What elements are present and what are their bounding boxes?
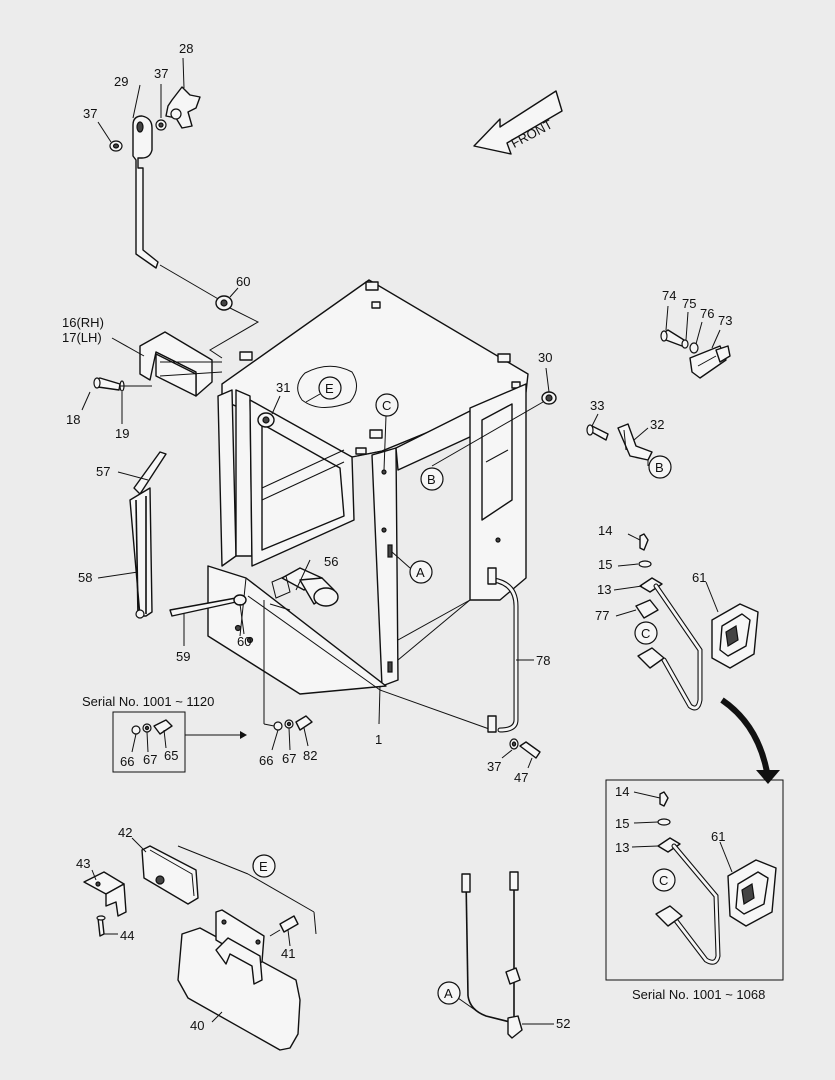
callout-52: 52 — [556, 1016, 570, 1031]
callout-66-a: 66 — [120, 754, 134, 769]
callout-57: 57 — [96, 464, 110, 479]
sun-visor-40 — [177, 909, 301, 1051]
svg-text:A: A — [444, 986, 453, 1001]
interior-mirror-42 — [131, 837, 199, 905]
callout-41: 41 — [281, 946, 295, 961]
callout-66-b: 66 — [259, 753, 273, 768]
bolt-47 — [501, 738, 541, 769]
callout-32: 32 — [650, 417, 664, 432]
detail-box-right — [605, 779, 784, 981]
callout-13-a: 13 — [597, 582, 611, 597]
marker-c-2: C — [634, 621, 658, 645]
mirror-assembly-right — [613, 533, 759, 711]
svg-text:B: B — [427, 472, 436, 487]
callout-37-c: 37 — [487, 759, 501, 774]
callout-1: 1 — [375, 732, 382, 747]
marker-e-1: E — [305, 376, 342, 403]
marker-c-1: C — [375, 393, 399, 471]
callout-58: 58 — [78, 570, 92, 585]
callout-31: 31 — [276, 380, 290, 395]
callout-37-a: 37 — [154, 66, 168, 81]
callout-28: 28 — [179, 41, 193, 56]
callout-76: 76 — [700, 306, 714, 321]
bracket-43 — [83, 869, 127, 937]
callout-30: 30 — [538, 350, 552, 365]
callout-16: 16(RH) — [62, 315, 104, 330]
marker-a-1: A — [391, 551, 433, 584]
detail-box-left — [112, 600, 313, 773]
callout-47: 47 — [514, 770, 528, 785]
shaft-59 — [169, 594, 493, 731]
callout-18: 18 — [66, 412, 80, 427]
latch-assembly — [660, 305, 731, 379]
svg-text:E: E — [325, 381, 334, 396]
svg-text:A: A — [416, 565, 425, 580]
side-cover — [111, 331, 223, 397]
wiper-motor — [271, 559, 339, 607]
callout-19: 19 — [115, 426, 129, 441]
callout-44: 44 — [120, 928, 134, 943]
marker-b-2: B — [648, 455, 672, 479]
svg-text:C: C — [382, 398, 391, 413]
grommet-30 — [431, 367, 557, 467]
grommet-31 — [257, 395, 281, 428]
callout-61-a: 61 — [692, 570, 706, 585]
callout-60-b: 60 — [237, 634, 251, 649]
grommet-top — [209, 287, 260, 359]
callout-67-a: 67 — [143, 752, 157, 767]
callout-74: 74 — [662, 288, 676, 303]
callout-15-b: 15 — [615, 816, 629, 831]
callout-42: 42 — [118, 825, 132, 840]
callout-56: 56 — [324, 554, 338, 569]
callout-15-a: 15 — [598, 557, 612, 572]
callout-61-b: 61 — [711, 829, 725, 844]
callout-60-a: 60 — [236, 274, 250, 289]
callout-59: 59 — [176, 649, 190, 664]
callout-33: 33 — [590, 398, 604, 413]
marker-c-3: C — [652, 868, 676, 892]
callout-73: 73 — [718, 313, 732, 328]
callout-65: 65 — [164, 748, 178, 763]
callout-14-a: 14 — [598, 523, 612, 538]
callout-82: 82 — [303, 748, 317, 763]
handle-rod-assembly — [97, 57, 221, 301]
callout-40: 40 — [190, 1018, 204, 1033]
bracket-32 — [586, 413, 653, 466]
front-arrow: FRONT — [473, 90, 563, 155]
callout-29: 29 — [114, 74, 128, 89]
marker-e-2-group: E — [177, 845, 317, 935]
wiper-assembly — [97, 451, 167, 619]
callout-14-b: 14 — [615, 784, 629, 799]
serial-note-right: Serial No. 1001 ~ 1068 — [632, 987, 765, 1002]
cab-frame — [207, 279, 529, 725]
serial-note-left: Serial No. 1001 ~ 1120 — [82, 694, 214, 709]
svg-text:B: B — [655, 460, 664, 475]
callout-77: 77 — [595, 608, 609, 623]
callout-37-b: 37 — [83, 106, 97, 121]
callout-67-b: 67 — [282, 751, 296, 766]
marker-a-2: A — [437, 981, 461, 1005]
callout-75: 75 — [682, 296, 696, 311]
marker-b-1: B — [420, 467, 444, 491]
callout-43: 43 — [76, 856, 90, 871]
svg-text:C: C — [641, 626, 650, 641]
callout-78: 78 — [536, 653, 550, 668]
cable-52 — [457, 871, 554, 1039]
callout-13-b: 13 — [615, 840, 629, 855]
handrail-78 — [487, 567, 534, 733]
callout-17: 17(LH) — [62, 330, 102, 345]
detail-arrow — [720, 697, 780, 784]
bolt-18 — [81, 377, 152, 424]
svg-text:C: C — [659, 873, 668, 888]
svg-text:E: E — [259, 859, 268, 874]
